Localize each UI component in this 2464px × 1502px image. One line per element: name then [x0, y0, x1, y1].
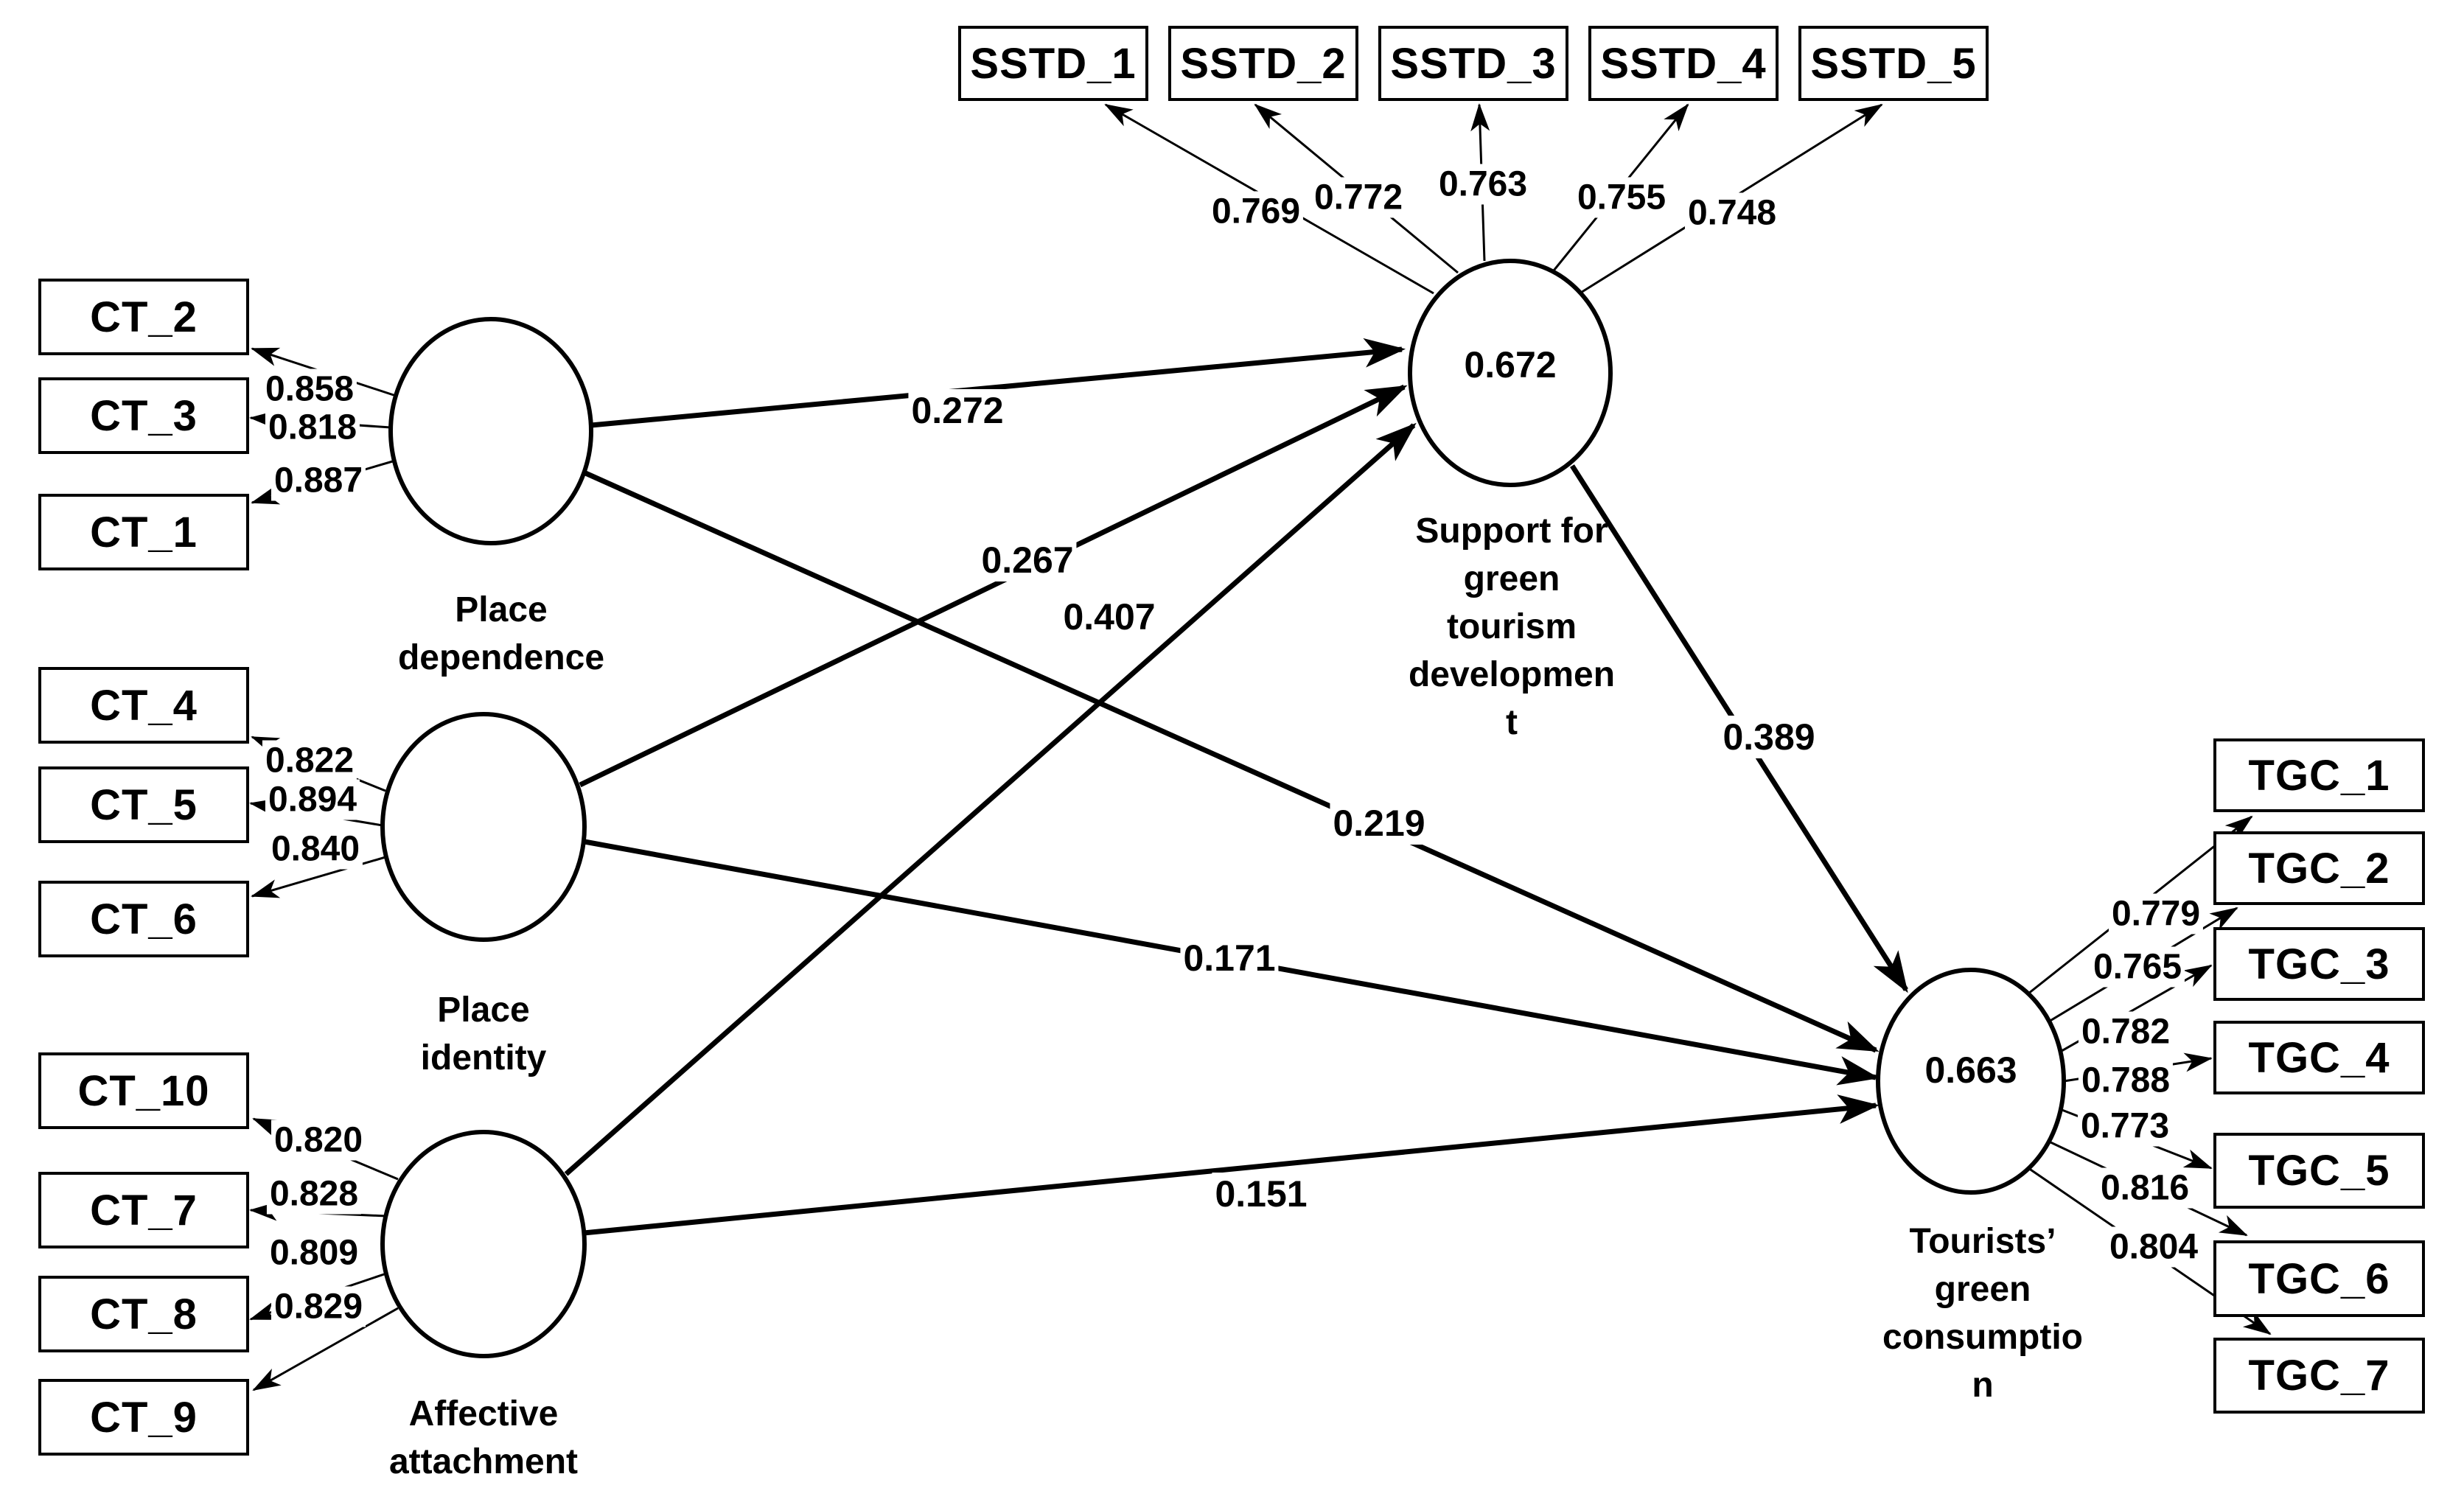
loading-label-TGC_5: 0.773	[2077, 1105, 2173, 1147]
loading-arrow-CT_6	[251, 856, 386, 898]
indicator-box-CT_7: CT_7	[38, 1172, 249, 1248]
indicator-box-CT_2: CT_2	[38, 279, 249, 355]
indicator-box-SSTD_2: SSTD_2	[1168, 26, 1358, 101]
indicator-box-TGC_3: TGC_3	[2213, 927, 2425, 1001]
loading-label-CT_3: 0.818	[265, 407, 360, 448]
loading-label-SSTD_3: 0.763	[1435, 164, 1531, 205]
loading-label-TGC_7: 0.804	[2106, 1226, 2202, 1268]
indicator-box-CT_10: CT_10	[38, 1052, 249, 1129]
loading-label-CT_1: 0.887	[271, 460, 366, 501]
path-arrow-affective-attachment-to-support-green-tourism-development	[564, 422, 1417, 1176]
latent-label-place-dependence: Place dependence	[397, 590, 605, 677]
indicator-box-CT_8: CT_8	[38, 1276, 249, 1352]
path-arrow-place-dependence-to-support-green-tourism-development	[590, 338, 1406, 428]
loading-label-CT_8: 0.809	[266, 1232, 362, 1274]
indicator-box-CT_4: CT_4	[38, 667, 249, 744]
loading-label-CT_7: 0.828	[266, 1173, 362, 1215]
path-coefficient-affective-attachment-to-support-green-tourism-development: 0.407	[1060, 595, 1159, 638]
indicator-box-TGC_7: TGC_7	[2213, 1338, 2425, 1414]
loading-label-SSTD_2: 0.772	[1310, 177, 1406, 218]
indicator-box-SSTD_5: SSTD_5	[1798, 26, 1989, 101]
latent-label-place-identity: Place identity	[420, 991, 547, 1077]
loading-label-CT_2: 0.858	[262, 368, 357, 410]
r-squared-tourists-green-consumption: 0.663	[1924, 1049, 2017, 1091]
loading-label-TGC_3: 0.782	[2078, 1011, 2174, 1052]
indicator-box-TGC_2: TGC_2	[2213, 831, 2425, 905]
loading-arrow-CT_9	[252, 1307, 399, 1391]
indicator-box-TGC_6: TGC_6	[2213, 1240, 2425, 1317]
path-coefficient-support-green-tourism-development-to-tourists-green-consumption: 0.389	[1720, 716, 1818, 758]
latent-ellipse-affective-attachment	[380, 1130, 587, 1358]
path-arrow-affective-attachment-to-tourists-green-consumption	[583, 1094, 1880, 1236]
latent-ellipse-tourists-green-consumption	[1876, 968, 2066, 1195]
latent-label-affective-attachment: Affective attachment	[388, 1394, 579, 1481]
loading-label-SSTD_5: 0.748	[1684, 192, 1780, 234]
r-squared-support-green-tourism-development: 0.672	[1464, 344, 1557, 385]
latent-ellipse-support-green-tourism-development	[1408, 259, 1613, 487]
loading-label-TGC_2: 0.765	[2090, 946, 2185, 988]
latent-label-tourists-green-consumption: Tourists’ green consumptio n	[1882, 1222, 2083, 1405]
loading-label-SSTD_4: 0.755	[1574, 177, 1669, 218]
loading-label-CT_5: 0.894	[265, 779, 360, 820]
latent-ellipse-place-dependence	[388, 317, 593, 545]
indicator-box-TGC_1: TGC_1	[2213, 738, 2425, 812]
loading-label-TGC_1: 0.779	[2108, 893, 2204, 935]
loading-label-CT_10: 0.820	[271, 1119, 366, 1161]
loading-label-CT_9: 0.829	[271, 1286, 366, 1327]
loading-label-SSTD_1: 0.769	[1208, 191, 1304, 232]
path-coefficient-place-dependence-to-tourists-green-consumption: 0.219	[1330, 802, 1428, 845]
indicator-box-SSTD_4: SSTD_4	[1588, 26, 1779, 101]
indicator-box-CT_6: CT_6	[38, 881, 249, 957]
loading-label-TGC_4: 0.788	[2078, 1060, 2174, 1101]
indicator-box-CT_9: CT_9	[38, 1379, 249, 1456]
latent-ellipse-place-identity	[380, 712, 587, 942]
path-coefficient-place-identity-to-support-green-tourism-development: 0.267	[978, 539, 1077, 581]
latent-label-support-green-tourism-development: Support for green tourism developmen t	[1408, 511, 1616, 742]
path-arrow-place-identity-to-support-green-tourism-development	[579, 384, 1408, 788]
indicator-box-CT_3: CT_3	[38, 377, 249, 454]
path-coefficient-place-dependence-to-support-green-tourism-development: 0.272	[908, 389, 1007, 432]
indicator-box-CT_1: CT_1	[38, 494, 249, 570]
indicator-box-TGC_4: TGC_4	[2213, 1021, 2425, 1094]
indicator-box-SSTD_1: SSTD_1	[958, 26, 1148, 101]
indicator-box-SSTD_3: SSTD_3	[1378, 26, 1568, 101]
loading-label-CT_4: 0.822	[262, 740, 357, 781]
indicator-box-TGC_5: TGC_5	[2213, 1133, 2425, 1209]
loading-label-CT_6: 0.840	[268, 828, 363, 870]
path-coefficient-affective-attachment-to-tourists-green-consumption: 0.151	[1212, 1173, 1310, 1215]
loading-label-TGC_6: 0.816	[2097, 1167, 2193, 1209]
path-arrow-place-dependence-to-tourists-green-consumption	[581, 469, 1880, 1053]
indicator-box-CT_5: CT_5	[38, 766, 249, 843]
path-coefficient-place-identity-to-tourists-green-consumption: 0.171	[1180, 937, 1279, 979]
